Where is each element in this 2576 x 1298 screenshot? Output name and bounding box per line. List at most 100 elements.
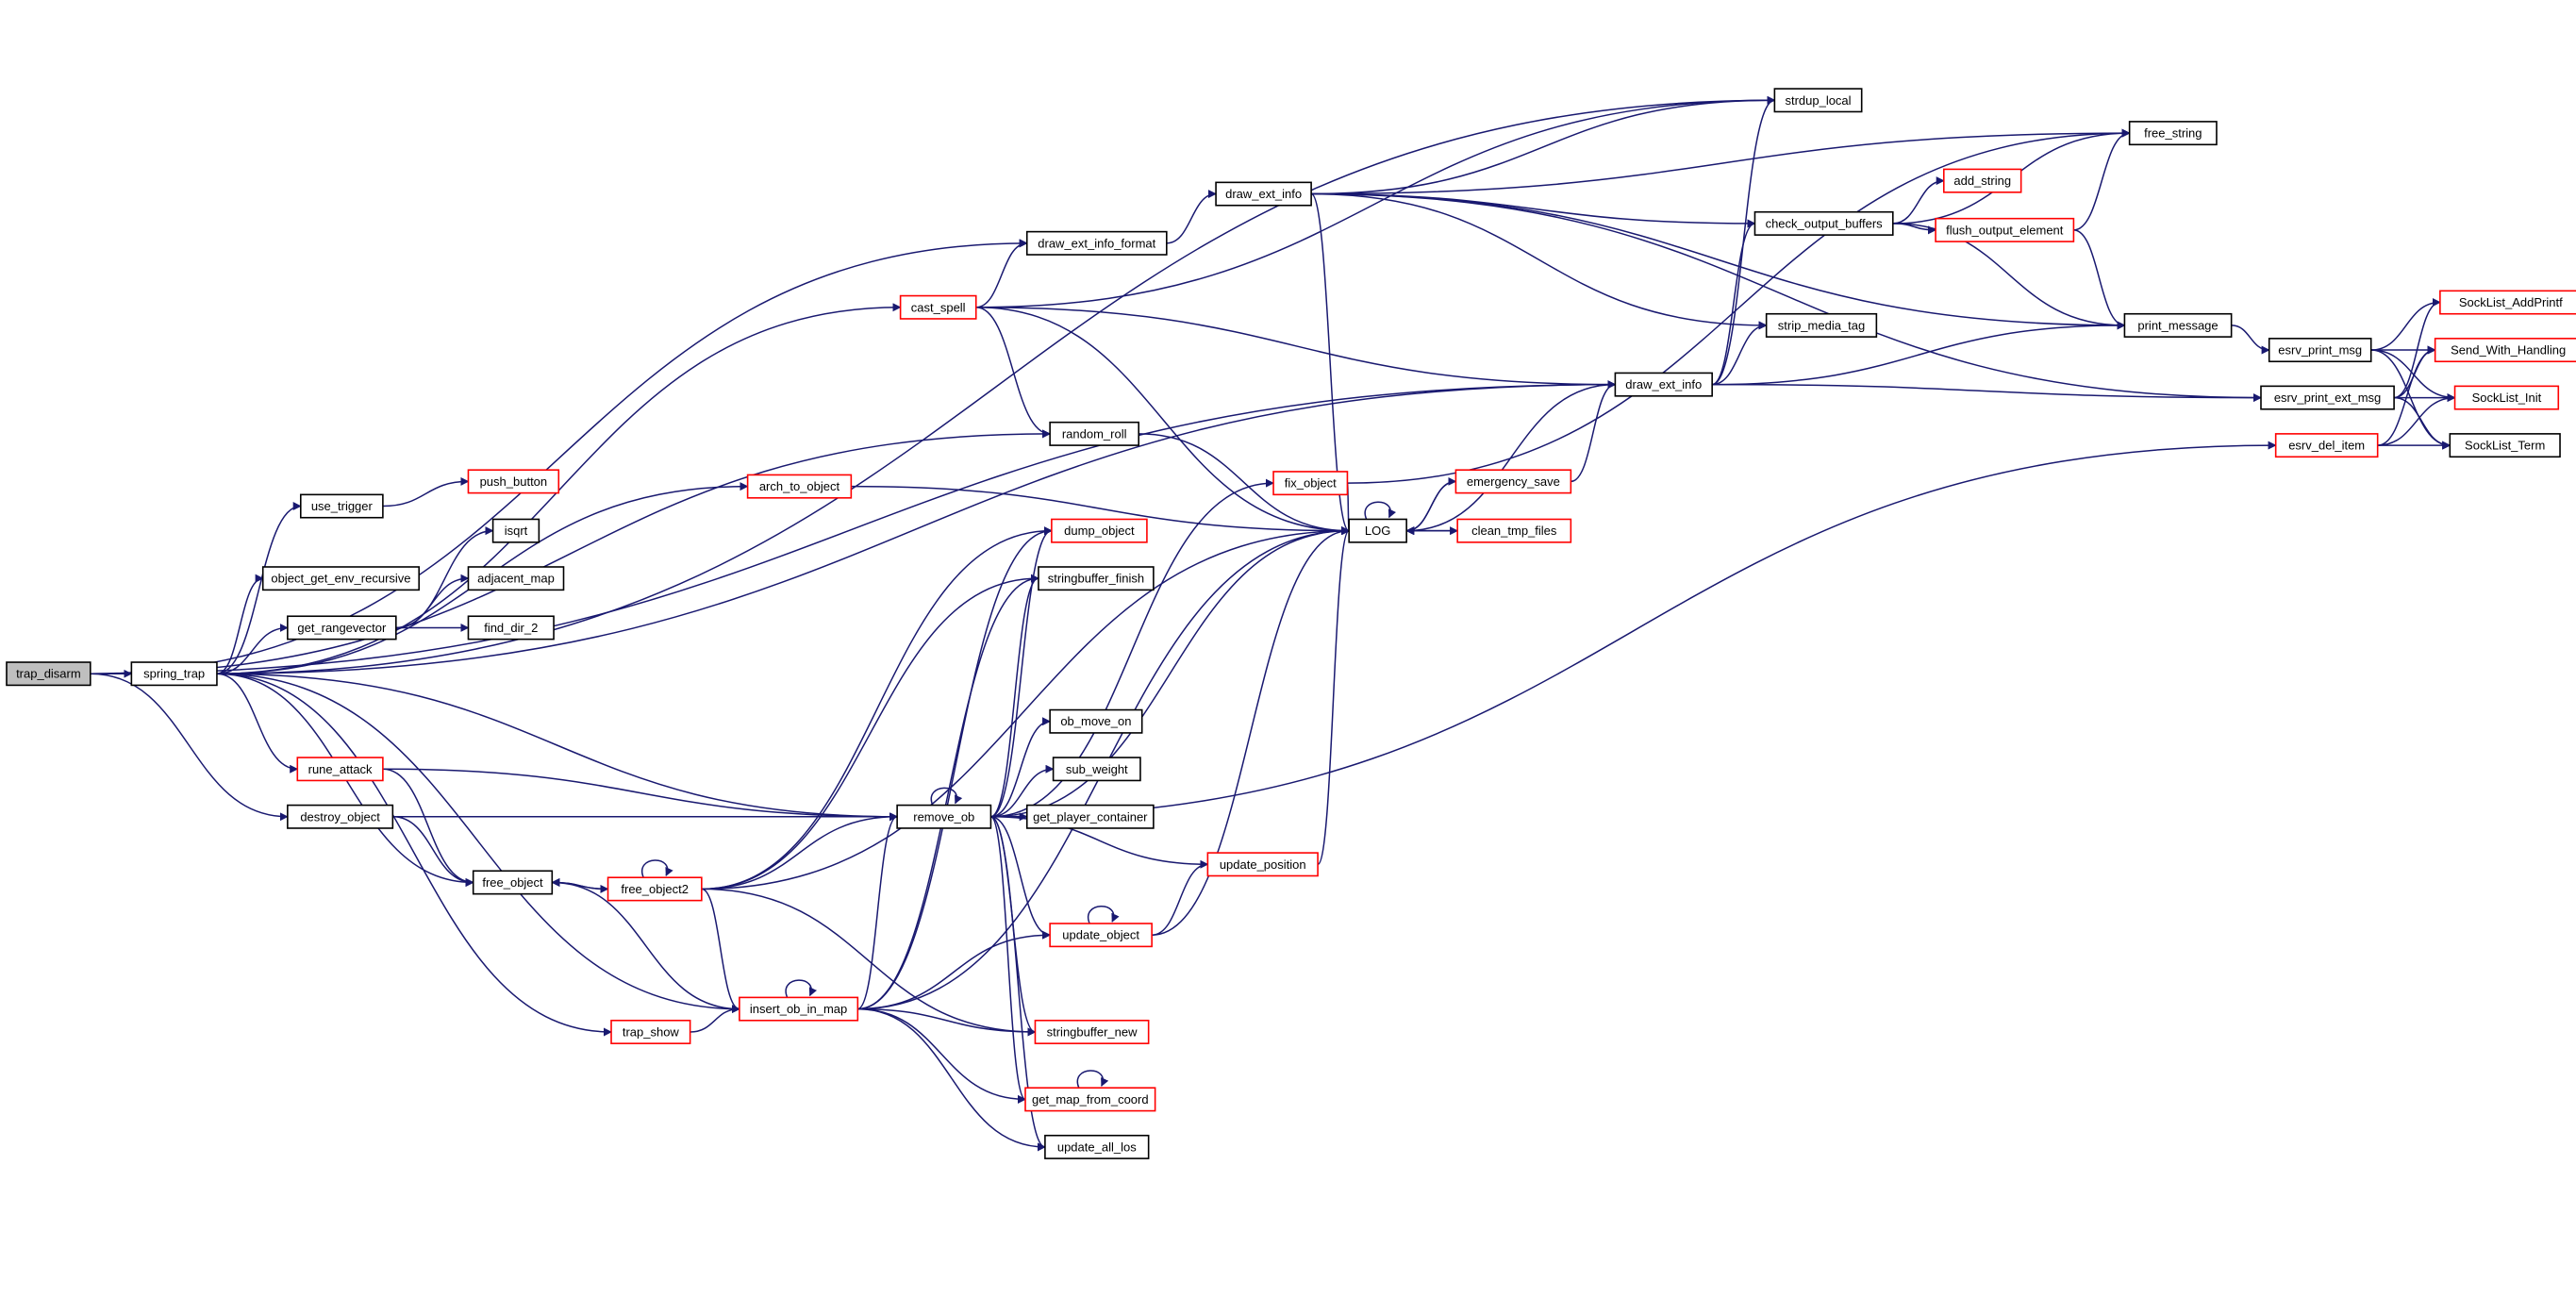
node-box[interactable] xyxy=(261,566,421,591)
node-esrv_del_item[interactable]: esrv_del_item xyxy=(2274,433,2379,458)
node-draw_ext_info_format[interactable]: draw_ext_info_format xyxy=(1025,230,1168,256)
node-box[interactable] xyxy=(607,876,703,902)
node-strdup_local[interactable]: strdup_local xyxy=(1773,88,1863,113)
node-box[interactable] xyxy=(1935,217,2075,242)
node-check_output_buffers[interactable]: check_output_buffers xyxy=(1753,210,1894,236)
node-update_object[interactable]: update_object xyxy=(1049,923,1153,948)
node-box[interactable] xyxy=(1215,181,1312,207)
node-box[interactable] xyxy=(1025,230,1168,256)
node-box[interactable] xyxy=(2128,121,2218,146)
node-box[interactable] xyxy=(130,661,218,687)
node-box[interactable] xyxy=(899,294,977,320)
node-box[interactable] xyxy=(1942,168,2022,193)
node-get_map_from_coord[interactable]: get_map_from_coord xyxy=(1024,1087,1156,1112)
node-ob_move_on[interactable]: ob_move_on xyxy=(1049,708,1143,734)
node-box[interactable] xyxy=(1034,1019,1150,1044)
node-arch_to_object[interactable]: arch_to_object xyxy=(746,474,853,499)
node-box[interactable] xyxy=(6,661,91,687)
node-box[interactable] xyxy=(467,566,565,591)
node-update_position[interactable]: update_position xyxy=(1206,852,1319,877)
node-box[interactable] xyxy=(491,518,540,543)
node-object_get_env_recursive[interactable]: object_get_env_recursive xyxy=(261,566,421,591)
node-box[interactable] xyxy=(1024,1087,1156,1112)
node-box[interactable] xyxy=(1052,757,1141,782)
node-get_rangevector[interactable]: get_rangevector xyxy=(287,615,397,641)
node-stringbuffer_finish[interactable]: stringbuffer_finish xyxy=(1038,566,1155,591)
node-print_message[interactable]: print_message xyxy=(2123,312,2233,338)
node-box[interactable] xyxy=(610,1019,691,1044)
node-trap_show[interactable]: trap_show xyxy=(610,1019,691,1044)
node-box[interactable] xyxy=(2260,385,2395,410)
node-box[interactable] xyxy=(299,493,384,519)
node-adjacent_map[interactable]: adjacent_map xyxy=(467,566,565,591)
node-remove_ob[interactable]: remove_ob xyxy=(896,804,992,829)
node-cast_spell[interactable]: cast_spell xyxy=(899,294,977,320)
node-box[interactable] xyxy=(1038,566,1155,591)
node-box[interactable] xyxy=(1348,518,1407,543)
node-get_player_container[interactable]: get_player_container xyxy=(1025,804,1155,829)
node-box[interactable] xyxy=(1456,518,1572,543)
node-box[interactable] xyxy=(2453,385,2560,410)
node-draw_ext_info_top[interactable]: draw_ext_info xyxy=(1215,181,1312,207)
node-box[interactable] xyxy=(467,615,555,641)
node-box[interactable] xyxy=(287,615,397,641)
node-box[interactable] xyxy=(2439,290,2576,315)
node-Send_With_Handling[interactable]: Send_With_Handling xyxy=(2434,338,2576,363)
node-box[interactable] xyxy=(472,870,554,895)
node-emergency_save[interactable]: emergency_save xyxy=(1454,469,1572,494)
node-box[interactable] xyxy=(1049,923,1153,948)
node-esrv_print_msg[interactable]: esrv_print_msg xyxy=(2268,338,2372,363)
node-free_object[interactable]: free_object xyxy=(472,870,554,895)
node-clean_tmp_files[interactable]: clean_tmp_files xyxy=(1456,518,1572,543)
node-box[interactable] xyxy=(1049,708,1143,734)
node-strip_media_tag[interactable]: strip_media_tag xyxy=(1765,312,1878,338)
node-trap_disarm[interactable]: trap_disarm xyxy=(6,661,91,687)
node-free_string[interactable]: free_string xyxy=(2128,121,2218,146)
node-box[interactable] xyxy=(896,804,992,829)
node-SockList_Term[interactable]: SockList_Term xyxy=(2449,433,2561,458)
node-box[interactable] xyxy=(467,469,560,494)
node-dump_object[interactable]: dump_object xyxy=(1051,518,1148,543)
node-box[interactable] xyxy=(2123,312,2233,338)
node-free_object2[interactable]: free_object2 xyxy=(607,876,703,902)
node-box[interactable] xyxy=(1765,312,1878,338)
node-box[interactable] xyxy=(746,474,853,499)
node-box[interactable] xyxy=(2449,433,2561,458)
node-use_trigger[interactable]: use_trigger xyxy=(299,493,384,519)
node-isqrt[interactable]: isqrt xyxy=(491,518,540,543)
node-box[interactable] xyxy=(1049,421,1140,446)
node-sub_weight[interactable]: sub_weight xyxy=(1052,757,1141,782)
node-box[interactable] xyxy=(296,757,384,782)
node-box[interactable] xyxy=(1044,1134,1150,1159)
node-find_dir_2[interactable]: find_dir_2 xyxy=(467,615,555,641)
node-box[interactable] xyxy=(1614,372,1713,397)
node-box[interactable] xyxy=(287,804,394,829)
node-box[interactable] xyxy=(1773,88,1863,113)
node-spring_trap[interactable]: spring_trap xyxy=(130,661,218,687)
node-box[interactable] xyxy=(1051,518,1148,543)
node-push_button[interactable]: push_button xyxy=(467,469,560,494)
node-rune_attack[interactable]: rune_attack xyxy=(296,757,384,782)
node-SockList_AddPrintf[interactable]: SockList_AddPrintf xyxy=(2439,290,2576,315)
node-box[interactable] xyxy=(1272,471,1349,496)
node-fix_object[interactable]: fix_object xyxy=(1272,471,1349,496)
node-LOG[interactable]: LOG xyxy=(1348,518,1407,543)
node-box[interactable] xyxy=(1206,852,1319,877)
node-random_roll[interactable]: random_roll xyxy=(1049,421,1140,446)
node-box[interactable] xyxy=(1025,804,1155,829)
node-box[interactable] xyxy=(1753,210,1894,236)
node-stringbuffer_new[interactable]: stringbuffer_new xyxy=(1034,1019,1150,1044)
node-flush_output_element[interactable]: flush_output_element xyxy=(1935,217,2075,242)
node-box[interactable] xyxy=(739,996,859,1022)
node-esrv_print_ext_msg[interactable]: esrv_print_ext_msg xyxy=(2260,385,2395,410)
node-box[interactable] xyxy=(2274,433,2379,458)
node-add_string[interactable]: add_string xyxy=(1942,168,2022,193)
node-box[interactable] xyxy=(2268,338,2372,363)
node-destroy_object[interactable]: destroy_object xyxy=(287,804,394,829)
node-box[interactable] xyxy=(1454,469,1572,494)
node-SockList_Init[interactable]: SockList_Init xyxy=(2453,385,2560,410)
node-update_all_los[interactable]: update_all_los xyxy=(1044,1134,1150,1159)
node-insert_ob_in_map[interactable]: insert_ob_in_map xyxy=(739,996,859,1022)
node-box[interactable] xyxy=(2434,338,2576,363)
node-draw_ext_info[interactable]: draw_ext_info xyxy=(1614,372,1713,397)
